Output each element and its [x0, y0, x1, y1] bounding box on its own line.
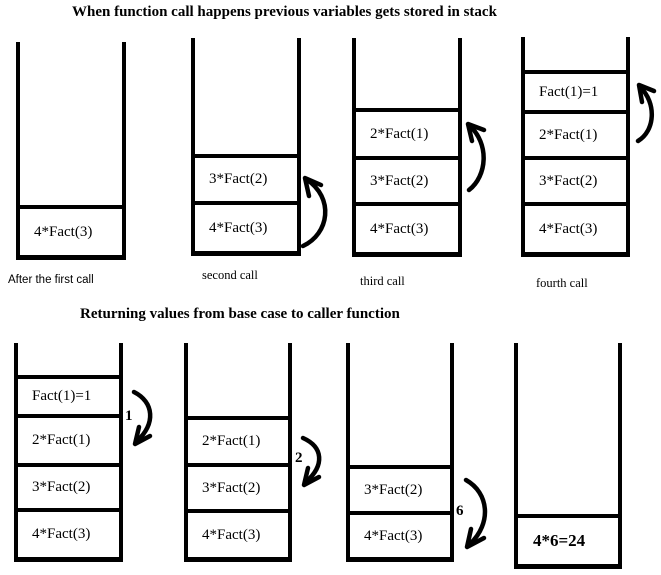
stack-frame-label: 3*Fact(2) [539, 172, 598, 189]
stack-frame-label: 4*Fact(3) [364, 527, 423, 544]
stack-frame-label: 4*Fact(3) [32, 526, 91, 542]
stack-frame-label: 4*Fact(3) [202, 526, 261, 543]
stack-second-call: 3*Fact(2) 4*Fact(3) [191, 38, 301, 256]
final-result-label: 4*6=24 [533, 531, 586, 550]
stack-cell: 2*Fact(1) [18, 414, 119, 463]
stack-fourth-call: Fact(1)=1 2*Fact(1) 3*Fact(2) 4*Fact(3) [521, 37, 630, 257]
stack-cell: 4*Fact(3) [195, 201, 297, 251]
stack-frame-label: 4*Fact(3) [34, 223, 93, 240]
call-arrow-fourth-icon [635, 82, 657, 144]
stack-frame-label: 4*Fact(3) [370, 220, 429, 237]
return-value-2: 2 [295, 450, 303, 466]
stack-cell: Fact(1)=1 [525, 70, 626, 110]
return-arrow-2-icon [300, 435, 322, 488]
top-section-title: When function call happens previous vari… [72, 4, 497, 20]
stack-cell: 3*Fact(2) [18, 463, 119, 508]
caption-fourth-call: fourth call [536, 276, 588, 290]
stack-frame-label: 3*Fact(2) [370, 172, 429, 189]
stack-frame-label: 2*Fact(1) [539, 126, 598, 143]
stack-cell: Fact(1)=1 [18, 375, 119, 414]
return-value-1: 1 [125, 408, 133, 424]
stack-cell: 3*Fact(2) [350, 465, 450, 511]
stack-frame-label: 2*Fact(1) [32, 432, 91, 448]
stack-cell: 4*Fact(3) [18, 508, 119, 557]
call-arrow-third-icon [465, 121, 487, 193]
stack-frame-label: Fact(1)=1 [32, 388, 92, 404]
stack-frame-label: 3*Fact(2) [364, 481, 423, 498]
stack-cell: 3*Fact(2) [195, 154, 297, 201]
stack-frame-label: 4*Fact(3) [539, 220, 598, 237]
caption-third-call: third call [360, 274, 405, 288]
stack-frame-label: Fact(1)=1 [539, 83, 599, 100]
bottom-section-title: Returning values from base case to calle… [80, 306, 400, 322]
return-arrow-6-icon [463, 477, 488, 550]
stack-third-call: 2*Fact(1) 3*Fact(2) 4*Fact(3) [352, 38, 462, 257]
stack-cell: 4*Fact(3) [188, 509, 288, 557]
caption-after-first-call: After the first call [8, 274, 94, 286]
stack-cell: 3*Fact(2) [525, 156, 626, 202]
stack-cell: 4*Fact(3) [356, 202, 458, 252]
stack-frame-label: 2*Fact(1) [370, 125, 429, 142]
stack-cell: 2*Fact(1) [356, 108, 458, 156]
stack-frame-label: 3*Fact(2) [209, 171, 268, 187]
caption-second-call: second call [202, 268, 258, 282]
stack-return-3: 3*Fact(2) 4*Fact(3) [346, 343, 454, 562]
stack-frame-label: 3*Fact(2) [32, 479, 91, 495]
stack-cell: 4*Fact(3) [350, 511, 450, 557]
stack-cell: 2*Fact(1) [188, 416, 288, 463]
stack-frame-label: 4*Fact(3) [209, 219, 268, 236]
stack-final-result: 4*6=24 [514, 343, 622, 569]
stack-return-1: Fact(1)=1 2*Fact(1) 3*Fact(2) 4*Fact(3) [14, 343, 123, 562]
stack-cell: 3*Fact(2) [356, 156, 458, 202]
return-arrow-1-icon [131, 389, 153, 447]
call-arrow-second-icon [300, 175, 328, 249]
stack-frame-label: 3*Fact(2) [202, 479, 261, 496]
stack-after-first-call: 4*Fact(3) [16, 42, 126, 260]
stack-cell: 2*Fact(1) [525, 110, 626, 156]
stack-frame-label: 2*Fact(1) [202, 433, 261, 449]
stack-return-2: 2*Fact(1) 3*Fact(2) 4*Fact(3) [184, 343, 292, 562]
stack-cell: 4*Fact(3) [20, 205, 122, 255]
stack-cell: 3*Fact(2) [188, 463, 288, 509]
stack-cell: 4*6=24 [518, 514, 618, 564]
return-value-6: 6 [456, 503, 464, 519]
stack-cell: 4*Fact(3) [525, 202, 626, 252]
